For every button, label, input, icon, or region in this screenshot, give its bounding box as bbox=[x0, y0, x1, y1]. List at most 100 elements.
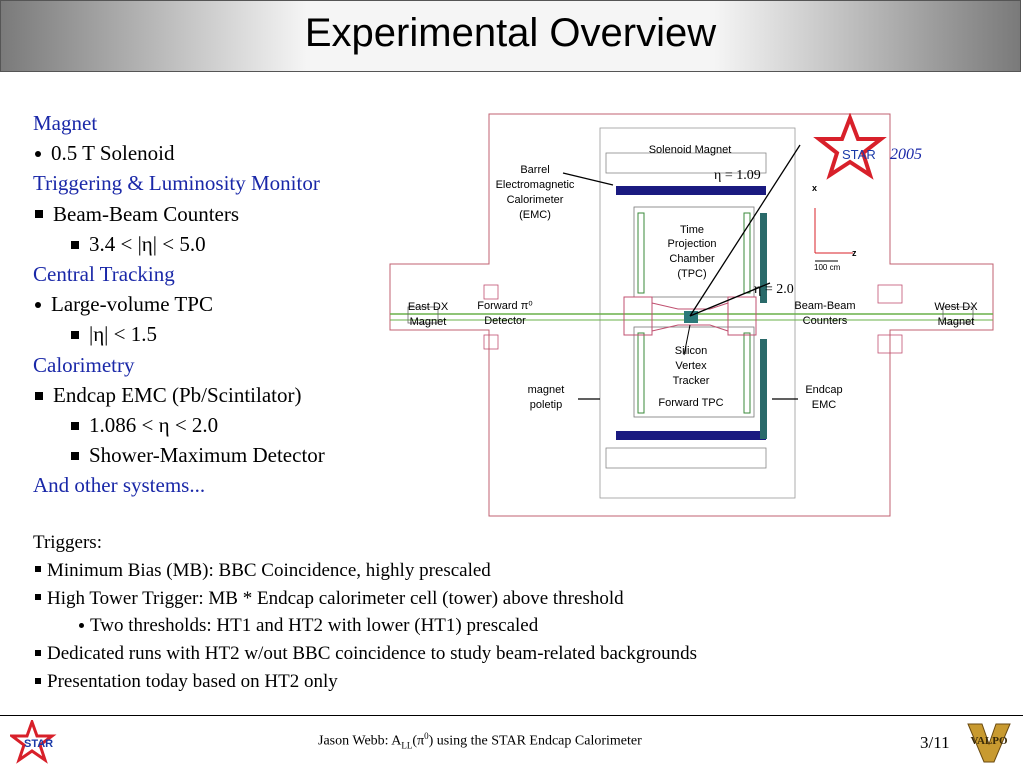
hall-outline bbox=[389, 113, 994, 517]
label-tpc-4: (TPC) bbox=[677, 268, 706, 280]
bullet-square-icon bbox=[35, 677, 41, 684]
bullet-square-icon bbox=[35, 594, 41, 601]
endcap-emc-top bbox=[760, 213, 767, 303]
bullet-square-icon bbox=[71, 331, 79, 340]
arrow-svt bbox=[683, 324, 691, 356]
star-detector-diagram: Solenoid Magnet Barrel Electromagnetic C… bbox=[389, 113, 994, 517]
label-ftpc: Forward TPC bbox=[658, 397, 723, 409]
list-item: Dedicated runs with HT2 w/out BBC coinci… bbox=[33, 640, 697, 668]
list-item: Beam-Beam Counters bbox=[33, 199, 393, 229]
list-item: 0.5 T Solenoid bbox=[33, 138, 393, 168]
category-magnet: Magnet bbox=[33, 111, 98, 135]
valpo-text: VALPO bbox=[970, 735, 1008, 747]
label-svt-2: Vertex bbox=[675, 360, 707, 372]
bullet-dot-icon bbox=[79, 622, 84, 628]
label-eta-1: η = 1.09 bbox=[714, 168, 761, 183]
category-other: And other systems... bbox=[33, 473, 206, 498]
star-footer-text: STAR bbox=[24, 738, 53, 750]
list-item: Shower-Maximum Detector bbox=[33, 440, 393, 470]
outline-list: Magnet 0.5 T Solenoid Triggering & Lumin… bbox=[33, 108, 393, 501]
triggers-list: Triggers: Minimum Bias (MB): BBC Coincid… bbox=[33, 529, 697, 696]
label-bbc-1: Beam-Beam bbox=[794, 300, 855, 312]
label-star: STAR bbox=[842, 147, 876, 162]
east-small-2 bbox=[483, 334, 499, 350]
arrow-emc bbox=[562, 172, 614, 186]
east-small-1 bbox=[483, 284, 499, 300]
svt-shape bbox=[651, 302, 729, 332]
label-axis-z: z bbox=[852, 248, 857, 258]
label-svt-3: Tracker bbox=[673, 375, 710, 387]
star-footer-logo-icon: STAR bbox=[10, 720, 57, 764]
footer-text: Jason Webb: ALL(π0) using the STAR Endca… bbox=[318, 731, 642, 751]
label-eemc-2: EMC bbox=[812, 399, 837, 411]
label-eemc-1: Endcap bbox=[805, 384, 842, 396]
list-item: |η| < 1.5 bbox=[33, 319, 393, 349]
label-barrel-2: Electromagnetic bbox=[496, 179, 575, 191]
list-item: 3.4 < |η| < 5.0 bbox=[33, 229, 393, 259]
bullet-square-icon bbox=[35, 649, 41, 656]
eta-line-2 bbox=[689, 282, 771, 317]
bullet-square-icon bbox=[35, 391, 43, 400]
tpc-inner-left bbox=[637, 212, 645, 294]
label-scale: 100 cm bbox=[814, 263, 841, 272]
tpc-top bbox=[633, 206, 755, 298]
endcap-emc-bottom bbox=[760, 339, 767, 439]
solenoid-bottom bbox=[605, 447, 767, 469]
vertex-core bbox=[684, 311, 698, 323]
valpo-logo-icon: VALPO bbox=[967, 723, 1011, 763]
bullet-square-icon bbox=[71, 421, 79, 430]
category-tracking: Central Tracking bbox=[33, 262, 175, 287]
forward-pi0-block bbox=[623, 296, 653, 336]
list-item: Minimum Bias (MB): BBC Coincidence, high… bbox=[33, 557, 697, 585]
label-svt-1: Silicon bbox=[675, 345, 707, 357]
label-west-2: Magnet bbox=[938, 316, 975, 328]
page-number: 3/11 bbox=[920, 733, 950, 752]
triggers-heading: Triggers: bbox=[33, 532, 102, 553]
label-tpc-2: Projection bbox=[668, 238, 717, 250]
bullet-square-icon bbox=[71, 240, 79, 249]
star-logo-icon bbox=[813, 113, 887, 180]
bullet-square-icon bbox=[71, 451, 79, 460]
label-barrel-4: (EMC) bbox=[519, 209, 551, 221]
category-triggering: Triggering & Luminosity Monitor bbox=[33, 171, 320, 196]
solenoid-top bbox=[605, 152, 767, 174]
barrel-emc-top bbox=[616, 186, 766, 195]
label-tpc-1: Time bbox=[680, 224, 704, 236]
tpc-inner-right-b bbox=[743, 332, 751, 414]
label-fpd-1: Forward π⁰ bbox=[477, 300, 533, 312]
label-eta-2: η = 2.0 bbox=[754, 282, 794, 297]
category-calorimetry: Calorimetry bbox=[33, 352, 135, 377]
west-dx-block bbox=[942, 306, 974, 324]
magnet-frame bbox=[599, 127, 796, 499]
barrel-emc-bottom bbox=[616, 431, 766, 440]
slide-title: Experimental Overview bbox=[304, 11, 717, 55]
label-east-1: East DX bbox=[408, 301, 449, 313]
west-small-1 bbox=[877, 284, 903, 304]
label-barrel-3: Calorimeter bbox=[507, 194, 564, 206]
label-poletip-2: poletip bbox=[530, 399, 562, 411]
west-small-2 bbox=[877, 334, 903, 354]
label-year: 2005 bbox=[890, 146, 922, 163]
label-axis-x: x bbox=[812, 183, 817, 193]
label-tpc-3: Chamber bbox=[669, 253, 715, 265]
bullet-dot-icon bbox=[35, 150, 41, 157]
bullet-square-icon bbox=[35, 566, 41, 573]
label-poletip-1: magnet bbox=[528, 384, 565, 396]
footer-divider bbox=[0, 715, 1023, 716]
tpc-bottom bbox=[633, 326, 755, 418]
label-east-2: Magnet bbox=[410, 316, 447, 328]
label-west-1: West DX bbox=[934, 301, 978, 313]
label-bbc-2: Counters bbox=[803, 315, 848, 327]
list-item: Endcap EMC (Pb/Scintilator) bbox=[33, 380, 393, 410]
tpc-inner-left-b bbox=[637, 332, 645, 414]
label-barrel-1: Barrel bbox=[520, 164, 549, 176]
list-item: 1.086 < η < 2.0 bbox=[33, 410, 393, 440]
title-bar: Experimental Overview bbox=[0, 0, 1021, 72]
bullet-dot-icon bbox=[35, 301, 41, 308]
list-item: Presentation today based on HT2 only bbox=[33, 668, 697, 696]
east-dx-block bbox=[407, 306, 439, 324]
label-fpd-2: Detector bbox=[484, 315, 526, 327]
label-solenoid: Solenoid Magnet bbox=[649, 144, 732, 156]
list-item: Two thresholds: HT1 and HT2 with lower (… bbox=[33, 612, 697, 640]
bbc-block bbox=[727, 296, 757, 336]
